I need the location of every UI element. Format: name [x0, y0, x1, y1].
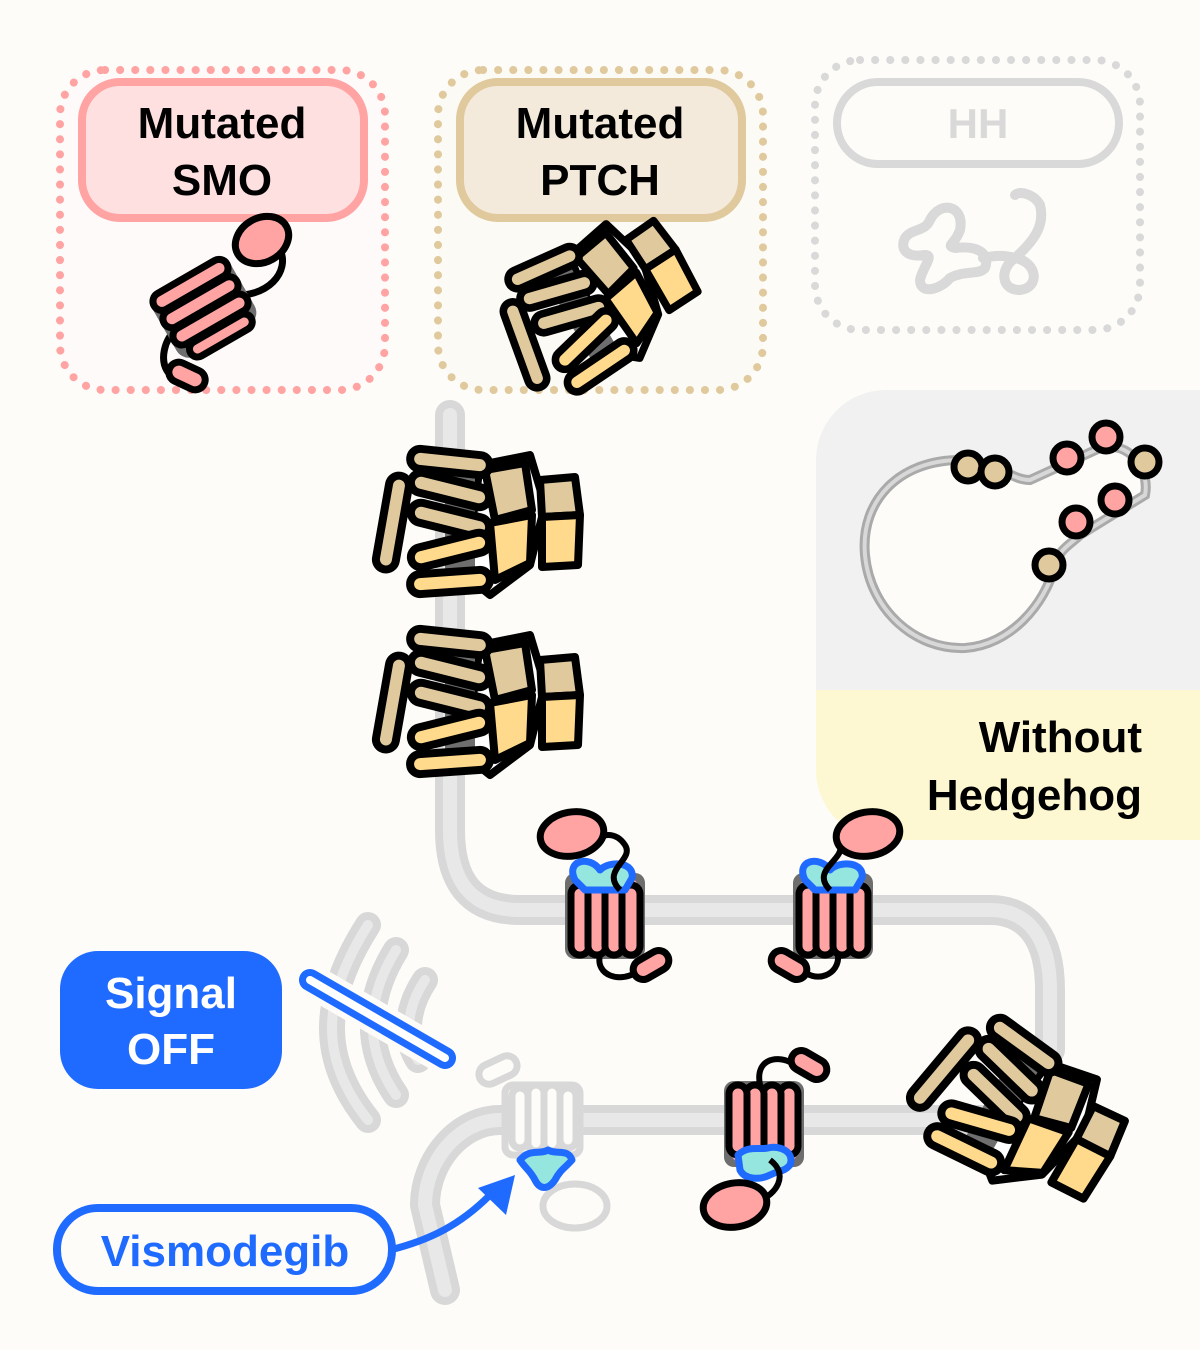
- signal-off-line2: OFF: [127, 1025, 215, 1074]
- condition-label-line2: Hedgehog: [927, 771, 1142, 820]
- ptch-complex-upper: [374, 448, 580, 595]
- smo-receptor-icon: [149, 212, 293, 394]
- mutated-ptch-panel: Mutated PTCH: [434, 66, 767, 413]
- mutated-smo-panel: Mutated SMO: [56, 66, 389, 394]
- hedgehog-ligand-icon: [898, 188, 1047, 295]
- signal-off-line1: Signal: [105, 969, 237, 1018]
- without-hedgehog-panel: Without Hedgehog: [816, 390, 1200, 840]
- cell-membrane: [410, 400, 1065, 1305]
- inhibited-smo-receptor: [475, 1052, 611, 1232]
- vismodegib-callout: Vismodegib: [53, 1175, 515, 1295]
- ptch-complex-lower: [374, 628, 580, 775]
- smo-receptor-left: [536, 808, 673, 983]
- smo-receptor-right: [767, 808, 904, 983]
- signal-blocked-bar: [293, 963, 462, 1075]
- mutated-smo-label-line1: Mutated: [138, 99, 307, 148]
- arrow-head-icon: [478, 1175, 515, 1215]
- condition-label-line1: Without: [979, 713, 1143, 762]
- cilium-icon: [859, 419, 1163, 654]
- vismodegib-molecule-icon: [516, 1146, 576, 1191]
- signal-off-badge: Signal OFF: [60, 951, 282, 1089]
- smo-receptor-lower: [699, 1047, 831, 1231]
- vismodegib-label: Vismodegib: [101, 1227, 350, 1276]
- hh-label: HH: [948, 100, 1009, 147]
- mutated-ptch-label-line1: Mutated: [516, 99, 685, 148]
- hh-panel: HH: [811, 56, 1144, 334]
- mutated-ptch-label-line2: PTCH: [540, 156, 660, 205]
- mutated-smo-label-line2: SMO: [172, 156, 272, 205]
